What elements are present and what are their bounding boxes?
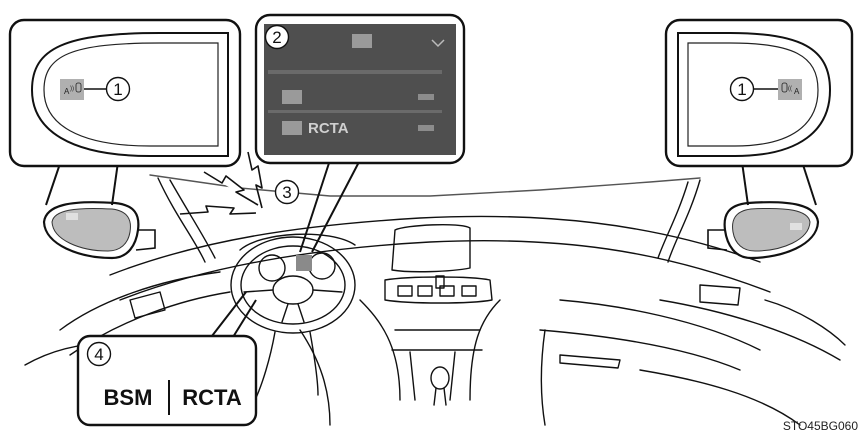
callout-1-left: 1 (113, 80, 122, 99)
left-mirror-small-indicator (66, 213, 78, 220)
callout-3: 3 (282, 183, 291, 202)
right-mirror-zoom-inset: (( A 1 (666, 20, 852, 205)
main-switch-bsm-label: BSM (104, 385, 153, 410)
callout-1-right: 1 (737, 80, 746, 99)
callout-4: 4 (94, 345, 103, 364)
display-rcta-toggle (418, 125, 434, 131)
display-rcta-label: RCTA (308, 120, 349, 137)
display-bsm-row-icon (282, 90, 302, 104)
left-outside-mirror (44, 202, 155, 258)
display-rcta-row-icon (282, 121, 302, 135)
right-mirror-small-indicator (790, 223, 802, 230)
display-bsm-setting-icon (352, 34, 372, 48)
right-outside-mirror (708, 202, 818, 258)
svg-text:)): )) (70, 86, 74, 92)
svg-text:A: A (794, 87, 800, 96)
multi-information-display-highlight (296, 255, 312, 271)
left-mirror-zoom-inset: A )) 1 (10, 20, 240, 205)
display-bsm-toggle (418, 94, 434, 100)
callout-2: 2 (272, 28, 281, 47)
main-switch-inset: 4 BSM RCTA (78, 292, 256, 425)
figure-reference-code: STO45BG060 (783, 419, 858, 433)
svg-text:((: (( (788, 86, 792, 92)
main-switch-rcta-label: RCTA (182, 385, 242, 410)
multi-information-display-inset: RCTA 2 (256, 15, 464, 252)
